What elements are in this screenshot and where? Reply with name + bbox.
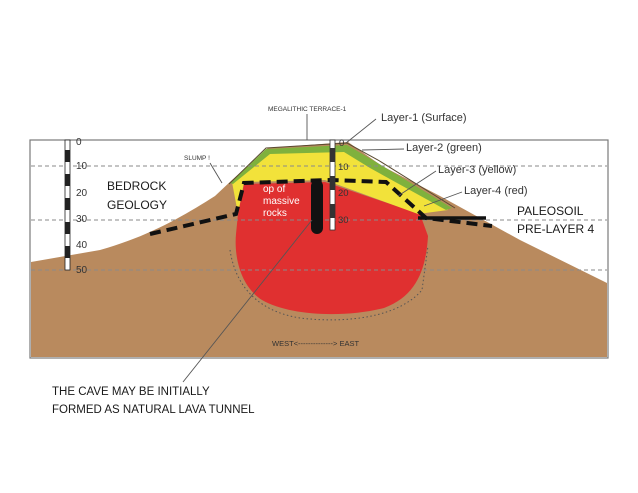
core-tick: 30 (338, 215, 349, 226)
borehole-segment (330, 204, 335, 218)
scale-tick: 20 (76, 188, 88, 199)
depth-scale (64, 139, 71, 271)
scale-tick: 30 (76, 214, 88, 225)
layer-4-red-rock (235, 182, 428, 315)
terrace-label: MEGALITHIC TERRACE-1 (268, 106, 347, 113)
scale-tick: 10 (76, 161, 88, 172)
core-tick: 0 (339, 138, 344, 149)
slump-label: SLUMP ! (184, 155, 210, 162)
scale-tick: 50 (76, 265, 88, 276)
scale-tick: 0 (76, 137, 82, 148)
massive-rocks-label-line3: rocks (263, 208, 287, 219)
cave-note-line2: FORMED AS NATURAL LAVA TUNNEL (52, 404, 255, 416)
bedrock-label-line1: BEDROCK (107, 179, 166, 193)
layer-2-label: Layer-2 (green) (406, 142, 482, 154)
core-tick: 10 (338, 162, 349, 173)
dotted-boundary (229, 245, 429, 321)
massive-rocks-label-line2: massive (263, 196, 300, 207)
scale-tick: 40 (76, 240, 88, 251)
layer-4-label: Layer-4 (red) (464, 185, 528, 197)
cave-core (311, 180, 323, 234)
paleosoil-label-line2: PRE-LAYER 4 (517, 222, 594, 236)
layer-1-surface (228, 142, 456, 209)
layer-1-label: Layer-1 (Surface) (381, 112, 467, 124)
callout-lines (182, 114, 463, 383)
direction-label: WEST<--------------> EAST (272, 339, 359, 348)
borehole-segment (330, 148, 335, 162)
layer-3-label: Layer-3 (yellow) (438, 164, 516, 176)
borehole-segment (330, 176, 335, 190)
massive-rocks-label-line1: op of (263, 184, 285, 195)
core-tick: 20 (338, 188, 349, 199)
bedrock-label-line2: GEOLOGY (107, 198, 167, 212)
cave-note-line1: THE CAVE MAY BE INITIALLY (52, 386, 210, 398)
paleosoil-label-line1: PALEOSOIL (517, 204, 584, 218)
